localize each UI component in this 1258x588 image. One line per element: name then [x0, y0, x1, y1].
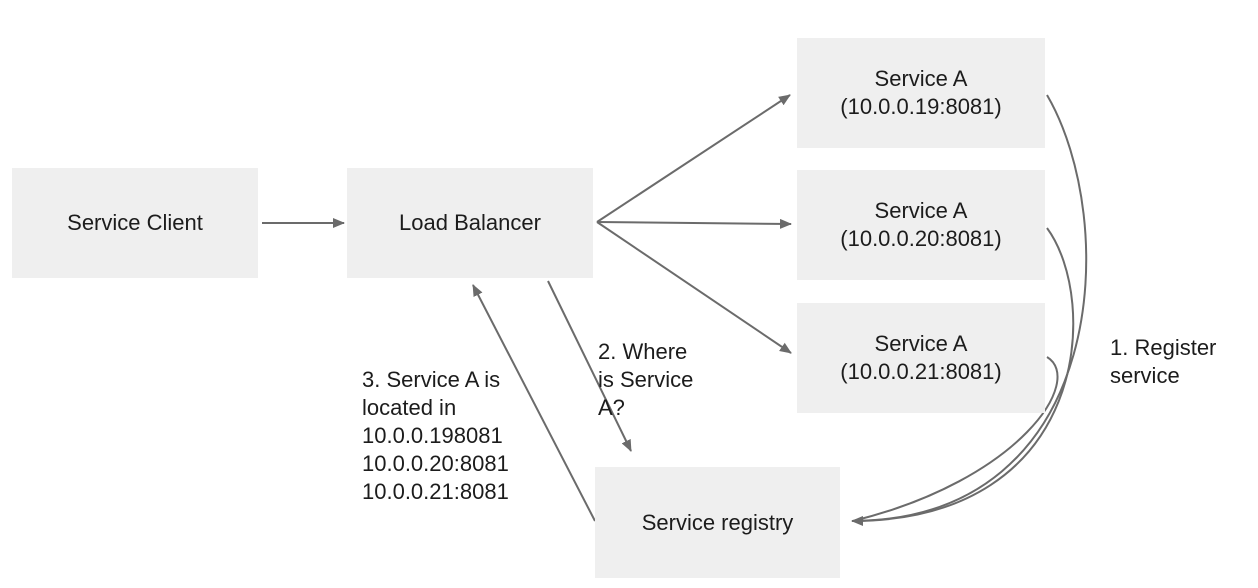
node-service-client: Service Client — [12, 168, 258, 278]
annotation-line: 1. Register — [1110, 335, 1217, 360]
node-label: Service registry — [641, 509, 794, 535]
node-service-a-3: Service A (10.0.0.21:8081) — [797, 303, 1045, 413]
arrow-lb-query-to-registry — [547, 280, 632, 452]
arrow-lb-to-service-a-1 — [596, 94, 791, 223]
arrow-registry-response-to-lb — [472, 284, 596, 522]
annotation-register-service: 1. Register service — [1110, 334, 1216, 390]
node-address: (10.0.0.19:8081) — [840, 94, 1002, 119]
annotation-where-is-service-a: 2. Where is Service A? — [598, 338, 693, 422]
node-service-a-2: Service A (10.0.0.20:8081) — [797, 170, 1045, 280]
node-label: Service A — [874, 66, 968, 91]
arrow-lb-to-service-a-3 — [596, 221, 792, 354]
annotation-line: 10.0.0.21:8081 — [362, 479, 509, 504]
arrow-lb-to-service-a-2 — [596, 218, 792, 229]
node-service-a-1: Service A (10.0.0.19:8081) — [797, 38, 1045, 148]
node-label: Load Balancer — [399, 210, 541, 235]
annotation-line: 2. Where — [598, 339, 688, 364]
annotation-line: 10.0.0.198081 — [362, 423, 503, 448]
node-label: Service A — [874, 198, 968, 223]
annotation-line: is Service — [598, 367, 694, 392]
node-address: (10.0.0.20:8081) — [840, 226, 1002, 251]
annotation-line: A? — [598, 395, 625, 420]
node-service-registry: Service registry — [595, 467, 840, 578]
annotation-line: service — [1110, 363, 1180, 388]
annotation-service-a-located: 3. Service A is located in 10.0.0.198081… — [362, 366, 509, 506]
curve-register-service-a-2 — [852, 227, 1075, 522]
node-address: (10.0.0.21:8081) — [840, 359, 1002, 384]
annotation-line: 10.0.0.20:8081 — [362, 451, 509, 476]
node-label: Service A — [874, 331, 968, 356]
annotation-line: located in — [362, 395, 457, 420]
curve-register-service-a-1 — [851, 94, 1088, 526]
node-load-balancer: Load Balancer — [347, 168, 593, 278]
curve-register-service-a-3 — [852, 356, 1059, 522]
annotation-line: 3. Service A is — [362, 367, 501, 392]
node-label: Service Client — [67, 210, 203, 235]
